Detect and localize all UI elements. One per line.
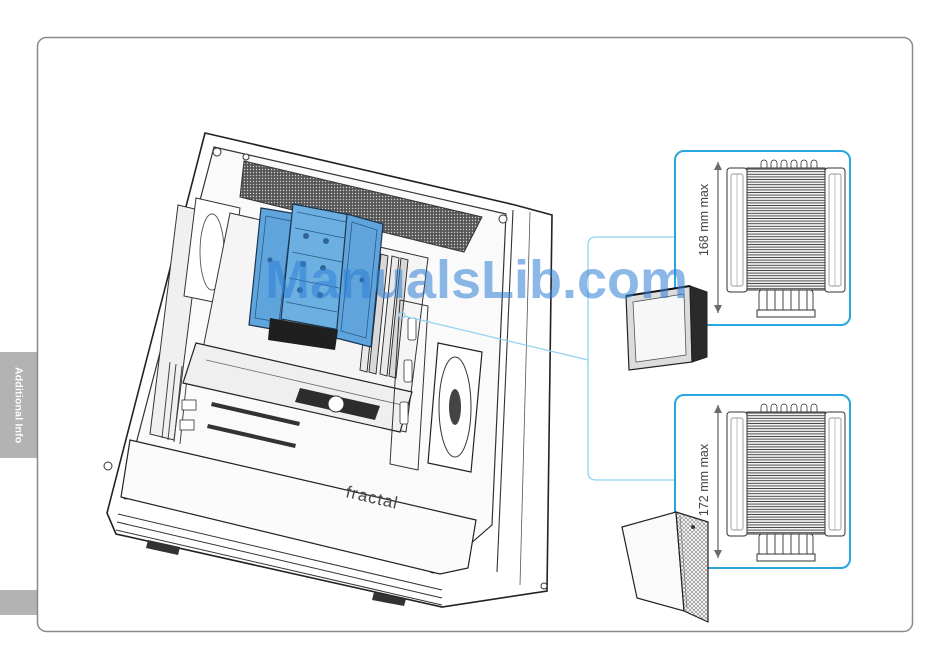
case-icon-mesh-panel — [622, 512, 708, 622]
screw — [499, 215, 507, 223]
gpu-fan — [328, 396, 344, 412]
mb-connector — [180, 420, 194, 430]
clearance-label-top: 168 mm max — [697, 183, 711, 256]
thumbscrew — [104, 462, 112, 470]
screw — [213, 148, 221, 156]
cable-hole — [400, 402, 408, 424]
clearance-label-bottom: 172 mm max — [697, 443, 711, 516]
cooler-screw — [303, 233, 309, 239]
case-icon-button — [691, 525, 695, 529]
case-icon-side-panel — [622, 512, 684, 611]
cooler-screw — [323, 238, 329, 244]
watermark: ManualsLib.com — [265, 250, 688, 310]
screw — [243, 154, 249, 160]
front-fan-hub — [449, 389, 461, 425]
case-icon-side — [690, 286, 707, 362]
cable-hole — [404, 360, 412, 382]
screw — [541, 583, 547, 589]
mb-connector — [182, 400, 196, 410]
pc-case-illustration: fractal — [104, 133, 552, 607]
cable-hole — [408, 318, 416, 340]
